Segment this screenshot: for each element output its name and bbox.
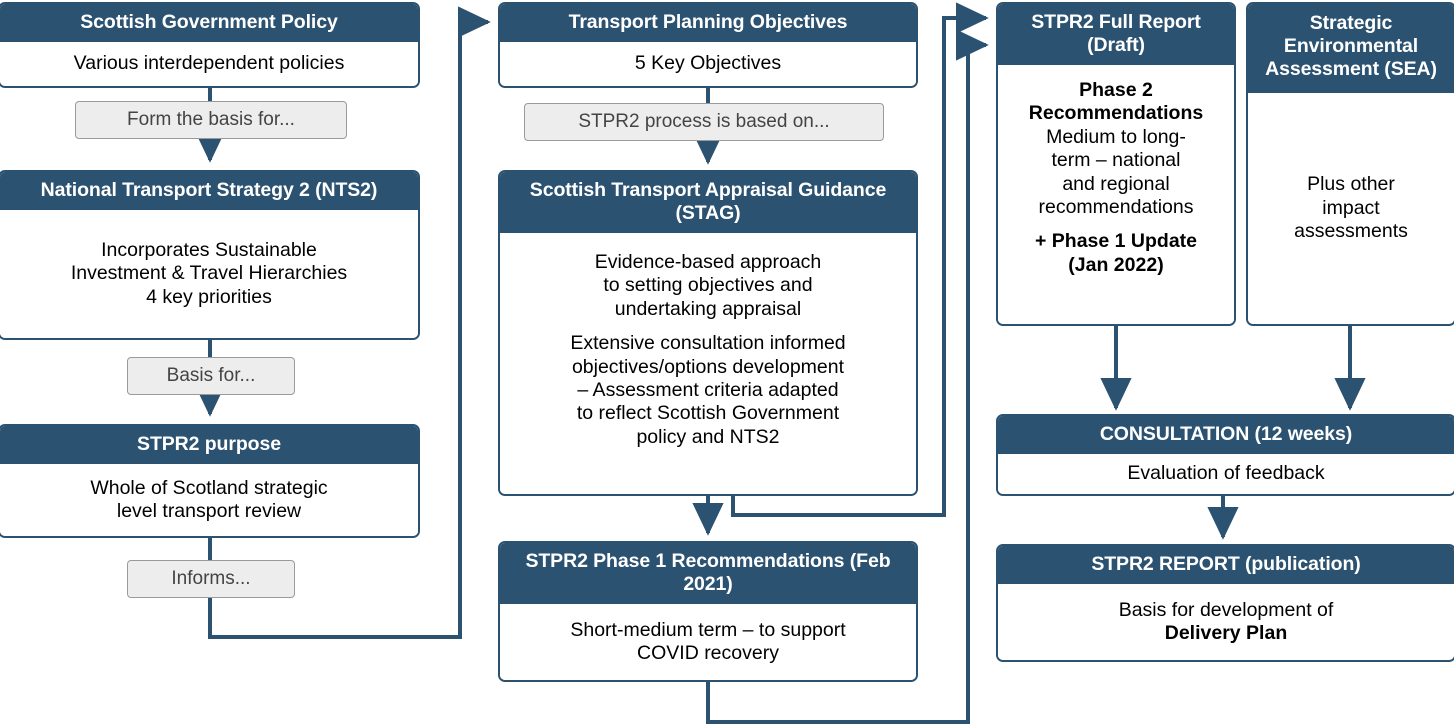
body-line: objectives/options development bbox=[571, 355, 845, 378]
node-body: Incorporates Sustainable Investment & Tr… bbox=[0, 210, 418, 338]
body-line: Delivery Plan bbox=[1164, 622, 1288, 644]
node-body: Short-medium term – to support COVID rec… bbox=[500, 604, 916, 680]
body-line: Investment & Travel Hierarchies bbox=[70, 262, 348, 285]
node-stag[interactable]: Scottish Transport Appraisal Guidance (S… bbox=[498, 170, 918, 496]
node-title: STPR2 Phase 1 Recommendations (Feb 2021) bbox=[500, 543, 916, 604]
body-line: + Phase 1 Update bbox=[1034, 230, 1198, 253]
node-stpr2-report-publication[interactable]: STPR2 REPORT (publication) Basis for dev… bbox=[996, 544, 1454, 662]
node-consultation[interactable]: CONSULTATION (12 weeks) Evaluation of fe… bbox=[996, 414, 1454, 496]
body-line: Recommendations bbox=[1028, 102, 1204, 125]
relation-label-informs: Informs... bbox=[127, 560, 295, 598]
node-national-transport-strategy-2[interactable]: National Transport Strategy 2 (NTS2) Inc… bbox=[0, 170, 420, 340]
node-body: Evidence-based approach to setting objec… bbox=[500, 233, 916, 494]
body-line: Basis for development of bbox=[1118, 598, 1334, 621]
body-line: level transport review bbox=[116, 500, 302, 522]
body-line: undertaking appraisal bbox=[614, 297, 802, 320]
node-stpr2-purpose[interactable]: STPR2 purpose Whole of Scotland strategi… bbox=[0, 424, 420, 538]
node-stpr2-full-report-draft[interactable]: STPR2 Full Report (Draft) Phase 2 Recomm… bbox=[996, 2, 1236, 326]
body-line: (Jan 2022) bbox=[1068, 253, 1164, 276]
body-line: Short-medium term – to support bbox=[570, 618, 846, 641]
node-transport-planning-objectives[interactable]: Transport Planning Objectives 5 Key Obje… bbox=[498, 2, 918, 88]
node-body: Phase 2 Recommendations Medium to long- … bbox=[998, 65, 1234, 324]
body-line: Plus other bbox=[1307, 173, 1395, 196]
body-line: Whole of Scotland strategic bbox=[90, 476, 328, 499]
node-body: Basis for development of Delivery Plan bbox=[998, 584, 1454, 660]
relation-label-text: Form the basis for... bbox=[127, 109, 295, 130]
body-line: Phase 2 bbox=[1079, 79, 1153, 101]
relation-label-text: STPR2 process is based on... bbox=[578, 111, 830, 132]
body-line: recommendations bbox=[1038, 195, 1194, 218]
body-line: impact bbox=[1322, 196, 1380, 219]
node-title: Scottish Transport Appraisal Guidance (S… bbox=[500, 172, 916, 233]
relation-label-form-the-basis-for: Form the basis for... bbox=[75, 101, 347, 139]
body-line: to setting objectives and bbox=[603, 274, 813, 297]
node-strategic-environmental-assessment[interactable]: Strategic Environmental Assessment (SEA)… bbox=[1246, 2, 1454, 326]
body-paragraph: Evidence-based approach to setting objec… bbox=[595, 251, 822, 321]
body-line: 5 Key Objectives bbox=[634, 52, 782, 75]
body-line: – Assessment criteria adapted bbox=[577, 378, 839, 401]
body-line: COVID recovery bbox=[637, 642, 779, 664]
node-title: Scottish Government Policy bbox=[0, 4, 418, 42]
node-body: Various interdependent policies bbox=[0, 42, 418, 86]
node-body: Plus other impact assessments bbox=[1248, 93, 1454, 324]
body-line: to reflect Scottish Government bbox=[576, 402, 840, 425]
body-line: and regional bbox=[1062, 172, 1170, 195]
node-title: STPR2 REPORT (publication) bbox=[998, 546, 1454, 584]
node-body: Whole of Scotland strategic level transp… bbox=[0, 464, 418, 536]
relation-label-text: Informs... bbox=[171, 568, 251, 589]
relation-label-basis-for: Basis for... bbox=[127, 357, 295, 395]
body-line: Evidence-based approach bbox=[594, 251, 822, 273]
body-paragraph: Extensive consultation informed objectiv… bbox=[570, 332, 845, 449]
node-body: 5 Key Objectives bbox=[500, 42, 916, 86]
node-title: National Transport Strategy 2 (NTS2) bbox=[0, 172, 418, 210]
node-scottish-government-policy[interactable]: Scottish Government Policy Various inter… bbox=[0, 2, 420, 88]
node-title: STPR2 Full Report (Draft) bbox=[998, 4, 1234, 65]
body-line: Medium to long- bbox=[1046, 125, 1186, 148]
node-body: Evaluation of feedback bbox=[998, 454, 1454, 494]
node-stpr2-phase-1-recommendations[interactable]: STPR2 Phase 1 Recommendations (Feb 2021)… bbox=[498, 541, 918, 682]
body-paragraph: Phase 2 Recommendations Medium to long- … bbox=[1029, 79, 1203, 219]
body-line: 4 key priorities bbox=[146, 285, 272, 308]
body-line: Extensive consultation informed bbox=[570, 332, 846, 355]
body-line: policy and NTS2 bbox=[636, 425, 780, 448]
body-line: Various interdependent policies bbox=[73, 52, 345, 75]
body-line: assessments bbox=[1294, 220, 1408, 243]
body-paragraph: + Phase 1 Update (Jan 2022) bbox=[1035, 230, 1197, 277]
node-title: Strategic Environmental Assessment (SEA) bbox=[1248, 4, 1454, 93]
node-title: Transport Planning Objectives bbox=[500, 4, 916, 42]
body-line: term – national bbox=[1051, 149, 1181, 172]
node-title: STPR2 purpose bbox=[0, 426, 418, 464]
node-title: CONSULTATION (12 weeks) bbox=[998, 416, 1454, 454]
relation-label-text: Basis for... bbox=[166, 365, 256, 386]
body-line: Incorporates Sustainable bbox=[101, 238, 317, 261]
body-line: Evaluation of feedback bbox=[1127, 462, 1325, 485]
relation-label-stpr2-process-based-on: STPR2 process is based on... bbox=[524, 103, 884, 141]
